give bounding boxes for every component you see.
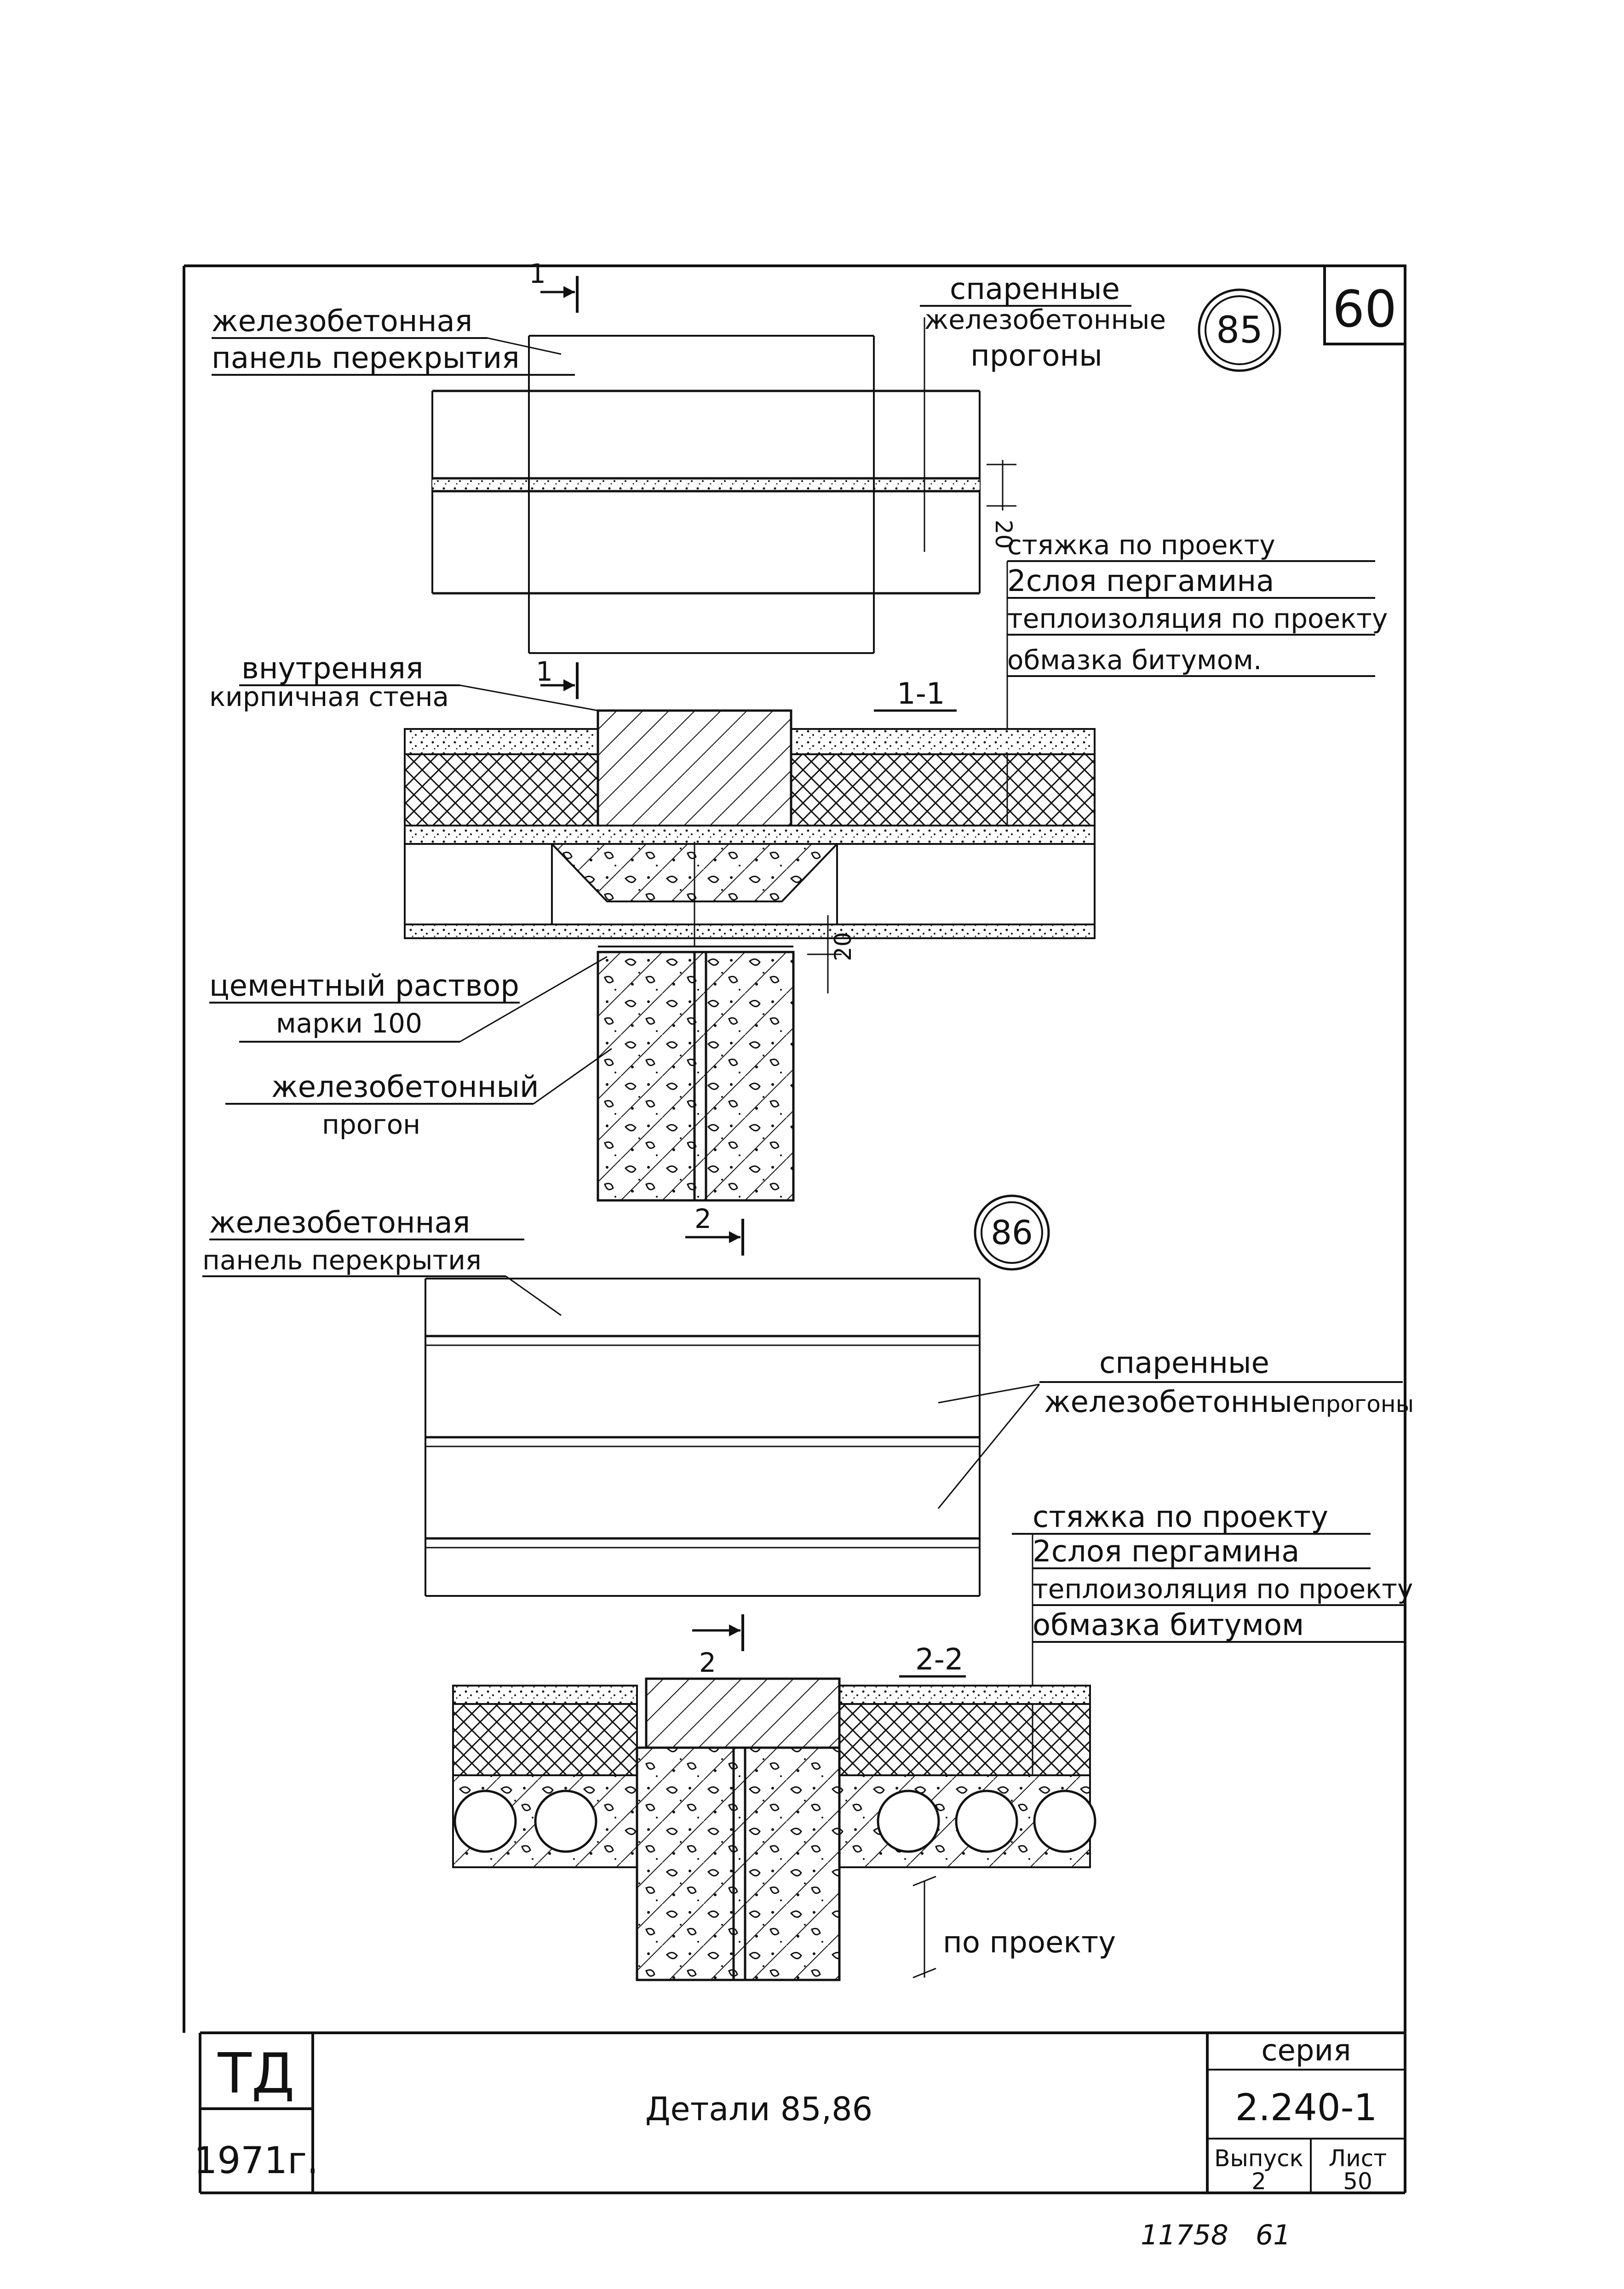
section-2-2-title: 2-2: [915, 1643, 964, 1677]
label-dim-note: по проекту: [943, 1926, 1116, 1960]
label-screed-86: стяжка по проекту: [1033, 1500, 1328, 1534]
title-year: 1971г.: [194, 2139, 318, 2182]
sheet-number-box: 60: [1323, 264, 1406, 345]
section-1-bottom-marker: 1: [536, 656, 579, 699]
section-2-bottom-marker: 2: [692, 1614, 744, 1678]
label-panel-85-line2: панель перекрытия: [212, 341, 520, 375]
label-mortar-line1: цементный раствор: [209, 969, 519, 1003]
label-purlin-line2: прогон: [322, 1109, 420, 1140]
label-insulation-86: теплоизоляция по проекту: [1033, 1573, 1413, 1605]
svg-text:2: 2: [694, 1203, 712, 1234]
detail-85-number: 85: [1216, 309, 1263, 351]
label-panel-85-line1: железобетонная: [212, 304, 472, 338]
label-panel-86-line1: железобетонная: [209, 1206, 470, 1240]
issue-value: 2: [1251, 2168, 1266, 2195]
label-screed-85: стяжка по проекту: [1007, 529, 1275, 561]
title-text: Детали 85,86: [645, 2090, 872, 2128]
sheet-frame: [183, 264, 1406, 2194]
section-gap-dimension: 20: [830, 932, 856, 961]
label-insulation-85: теплоизоляция по проекту: [1007, 603, 1388, 634]
label-purlin-line1: железобетонный: [271, 1070, 539, 1104]
plan-gap-dimension: 20: [990, 520, 1017, 549]
layer-labels-85: стяжка по проекту 2слоя пергамина теплои…: [1006, 529, 1388, 842]
label-panel-86-line2: панель перекрытия: [202, 1245, 482, 1276]
section-2-2: по проекту: [452, 1677, 1116, 1981]
series-label: серия: [1261, 2034, 1351, 2068]
sheet-number: 60: [1332, 280, 1397, 338]
title-org: ТД: [217, 2042, 294, 2106]
label-purlins-85-line3: прогоны: [970, 339, 1102, 373]
series-value: 2.240-1: [1235, 2086, 1377, 2129]
label-purlins-86-line2: железобетонные: [1044, 1385, 1310, 1419]
label-pergamin-86: 2слоя пергамина: [1033, 1535, 1299, 1569]
label-purlins-86-line1: спаренные: [1099, 1346, 1269, 1380]
detail-86-number: 86: [991, 1213, 1033, 1252]
sheet-value: 50: [1343, 2168, 1372, 2195]
detail-86-plan: [425, 1278, 1040, 1597]
label-purlins-85-line1: спаренные: [950, 272, 1120, 306]
bottom-code-left: 11758: [1141, 2219, 1228, 2251]
label-wall-line1: внутренняя: [241, 652, 423, 686]
section-1-1-title: 1-1: [897, 677, 945, 711]
detail-85-marker: 85: [1198, 288, 1281, 372]
label-pergamin-85: 2слоя пергамина: [1007, 564, 1274, 598]
bottom-code-right: 61: [1256, 2219, 1291, 2251]
label-wall-line2: кирпичная стена: [209, 681, 449, 712]
title-block: ТД 1971г. Детали 85,86 серия 2.240-1 Вып…: [194, 2033, 1405, 2195]
label-bitumen-86: обмазка битумом: [1033, 1608, 1304, 1642]
svg-text:1: 1: [536, 656, 553, 687]
label-purlins-85-line2: железобетонные: [924, 304, 1166, 335]
section-2-top-marker: 2: [685, 1203, 744, 1256]
section-1-1: 20: [404, 709, 1096, 1202]
svg-text:1: 1: [529, 258, 546, 289]
label-bitumen-85: обмазка битумом.: [1007, 644, 1262, 676]
detail-86: 86 железобетонная панель перекрытия 2: [202, 1194, 1414, 1981]
label-mortar-line2: марки 100: [276, 1008, 422, 1039]
svg-text:2: 2: [699, 1647, 716, 1678]
issue-label: Выпуск: [1214, 2145, 1303, 2172]
detail-85-plan: 20: [431, 317, 1017, 654]
detail-85: 85 20 1: [209, 258, 1388, 1202]
sheet-label: Лист: [1329, 2145, 1387, 2172]
section-1-top-marker: 1: [529, 258, 579, 313]
label-purlins-86-line2b: прогоны: [1311, 1391, 1414, 1417]
detail-86-marker: 86: [974, 1194, 1050, 1271]
